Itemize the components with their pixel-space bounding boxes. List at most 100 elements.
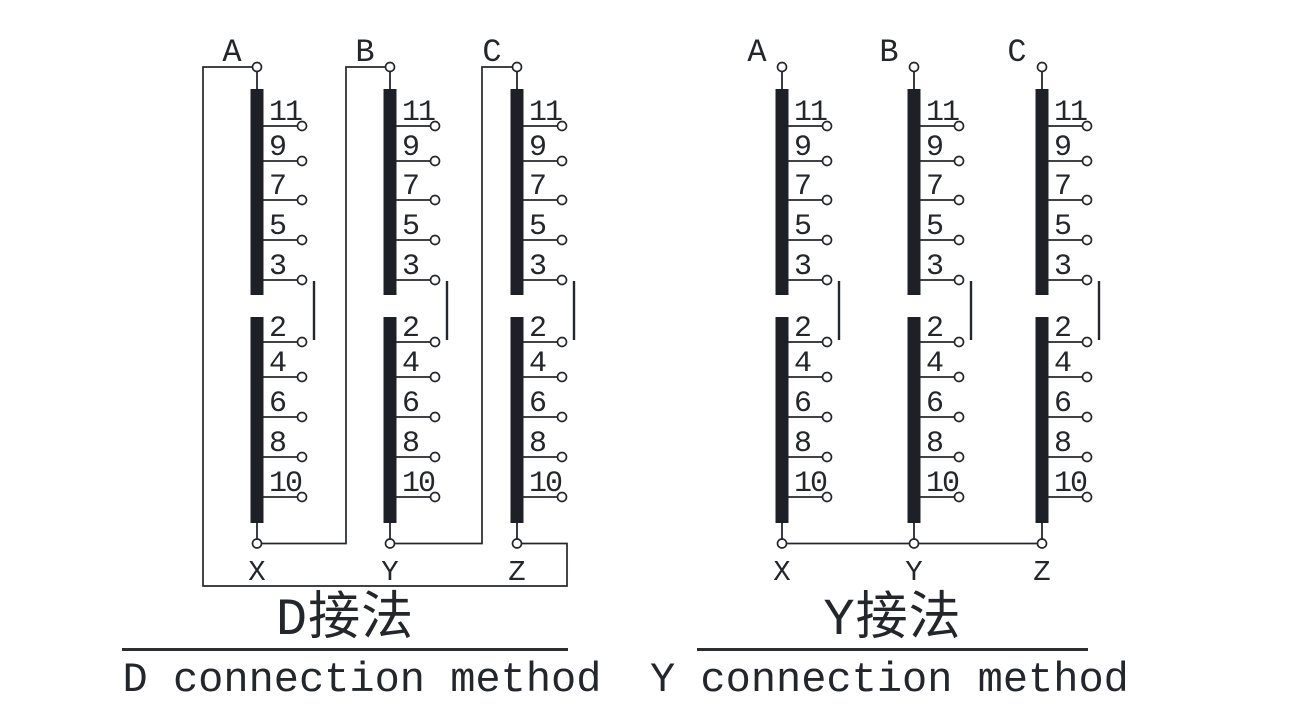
tap-number-label: 8 bbox=[529, 427, 546, 461]
d-connection-title-cn: D接法 bbox=[122, 592, 568, 651]
tap-number-label: 7 bbox=[926, 170, 942, 204]
tap-terminal-circle bbox=[953, 371, 965, 383]
tap-terminal-circle bbox=[953, 491, 965, 503]
tap-terminal-circle bbox=[953, 234, 965, 246]
tap-number-label: 10 bbox=[926, 467, 959, 501]
tap-terminal-circle bbox=[429, 336, 441, 348]
tap-terminal-circle bbox=[821, 194, 833, 206]
phase-label: B bbox=[879, 34, 898, 71]
phase-terminal-circle bbox=[908, 61, 920, 73]
tap-terminal-circle bbox=[296, 371, 308, 383]
phase-label: A bbox=[747, 34, 767, 71]
tap-terminal-circle bbox=[1081, 371, 1093, 383]
phase-label: C bbox=[1007, 34, 1026, 71]
tap-number-label: 3 bbox=[794, 250, 811, 284]
tap-terminal-circle bbox=[429, 120, 441, 132]
tap-terminal-circle bbox=[821, 336, 833, 348]
y-connection-title-cn: Y接法 bbox=[697, 592, 1088, 651]
winding-bar-upper bbox=[250, 89, 264, 295]
tap-terminal-circle bbox=[821, 234, 833, 246]
winding-bar-lower bbox=[383, 317, 397, 523]
tap-terminal-circle bbox=[953, 194, 965, 206]
tap-number-label: 9 bbox=[794, 131, 810, 165]
tap-terminal-circle bbox=[556, 491, 568, 503]
tap-number-label: 11 bbox=[269, 96, 302, 130]
tap-terminal-circle bbox=[953, 336, 965, 348]
neutral-label: Z bbox=[1033, 556, 1050, 589]
phase-terminal-circle bbox=[1036, 61, 1048, 73]
tap-number-label: 8 bbox=[926, 427, 943, 461]
phase-terminal-circle bbox=[511, 61, 523, 73]
tap-number-label: 4 bbox=[402, 347, 419, 381]
tap-terminal-circle bbox=[1081, 194, 1093, 206]
neutral-terminal-circle bbox=[384, 538, 396, 549]
tap-number-label: 2 bbox=[794, 312, 810, 346]
winding-bar-lower bbox=[510, 317, 524, 523]
neutral-terminal-circle bbox=[1036, 538, 1048, 549]
winding-bar-lower bbox=[775, 317, 789, 523]
tap-terminal-circle bbox=[296, 234, 308, 246]
neutral-label: Y bbox=[905, 556, 922, 589]
winding-bar-upper bbox=[510, 89, 524, 295]
winding-bar-lower bbox=[250, 317, 264, 523]
neutral-terminal-circle bbox=[776, 538, 788, 549]
winding-bar-upper bbox=[1035, 89, 1049, 295]
tap-number-label: 5 bbox=[926, 210, 943, 244]
tap-terminal-circle bbox=[821, 451, 833, 463]
delta-connection-wire-3 bbox=[394, 66, 513, 545]
tap-terminal-circle bbox=[821, 491, 833, 503]
tap-terminal-circle bbox=[821, 371, 833, 383]
tap-terminal-circle bbox=[296, 194, 308, 206]
tap-number-label: 6 bbox=[1054, 387, 1071, 421]
tap-number-label: 8 bbox=[1054, 427, 1071, 461]
tap-number-label: 9 bbox=[1054, 131, 1070, 165]
tap-number-label: 6 bbox=[794, 387, 811, 421]
tap-number-label: 4 bbox=[926, 347, 943, 381]
tap-terminal-circle bbox=[556, 120, 568, 132]
phase-terminal-circle bbox=[251, 61, 263, 73]
tap-number-label: 11 bbox=[1054, 96, 1087, 130]
delta-diagram-group bbox=[202, 66, 568, 587]
neutral-terminal-circle bbox=[251, 538, 263, 549]
delta-connection-wire-1 bbox=[202, 66, 568, 587]
tap-number-label: 9 bbox=[269, 131, 285, 165]
tap-terminal-circle bbox=[556, 274, 568, 286]
tap-terminal-circle bbox=[296, 411, 308, 423]
tap-terminal-circle bbox=[821, 274, 833, 286]
tap-terminal-circle bbox=[1081, 491, 1093, 503]
phase-terminal-circle bbox=[776, 61, 788, 73]
tap-number-label: 6 bbox=[269, 387, 286, 421]
tap-number-label: 10 bbox=[794, 467, 827, 501]
tap-terminal-circle bbox=[556, 411, 568, 423]
tap-number-label: 2 bbox=[1054, 312, 1070, 346]
tap-number-label: 8 bbox=[402, 427, 419, 461]
tap-number-label: 4 bbox=[1054, 347, 1071, 381]
tap-number-label: 2 bbox=[402, 312, 418, 346]
tap-number-label: 3 bbox=[926, 250, 943, 284]
tap-number-label: 8 bbox=[794, 427, 811, 461]
tap-terminal-circle bbox=[953, 274, 965, 286]
tap-terminal-circle bbox=[821, 411, 833, 423]
tap-number-label: 6 bbox=[529, 387, 546, 421]
tap-number-label: 3 bbox=[1054, 250, 1071, 284]
neutral-label: X bbox=[248, 556, 265, 589]
neutral-label: Y bbox=[381, 556, 398, 589]
tap-number-label: 4 bbox=[529, 347, 546, 381]
tap-terminal-circle bbox=[953, 411, 965, 423]
tap-terminal-circle bbox=[1081, 451, 1093, 463]
tap-number-label: 4 bbox=[794, 347, 811, 381]
winding-bar-upper bbox=[383, 89, 397, 295]
tap-number-label: 10 bbox=[529, 467, 562, 501]
tap-terminal-circle bbox=[429, 451, 441, 463]
tap-number-label: 9 bbox=[926, 131, 942, 165]
tap-number-label: 7 bbox=[794, 170, 810, 204]
winding-bar-upper bbox=[775, 89, 789, 295]
tap-number-label: 9 bbox=[529, 131, 545, 165]
tap-number-label: 11 bbox=[794, 96, 827, 130]
tap-number-label: 4 bbox=[269, 347, 286, 381]
